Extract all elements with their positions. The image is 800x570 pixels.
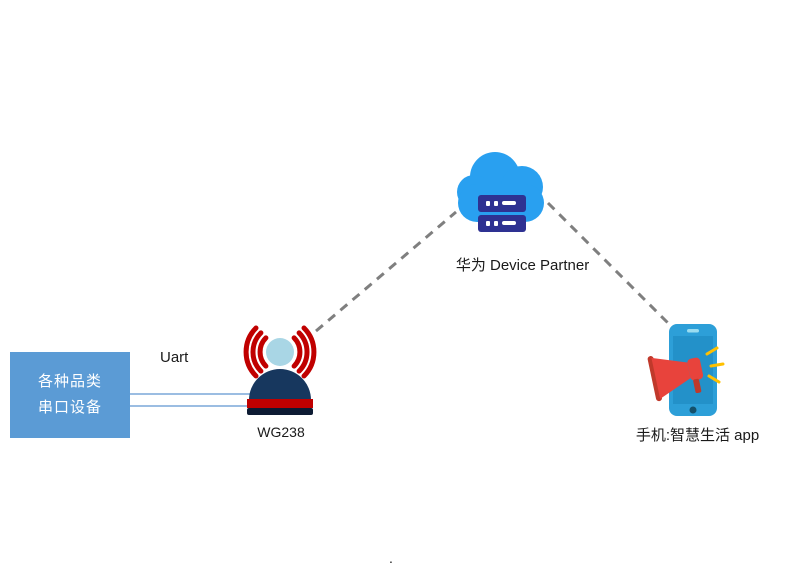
phone-label: 手机:智慧生活 app [635,427,760,444]
wifi-waves-icon [243,325,317,379]
phone-home-button [689,406,697,414]
stray-period: . [389,550,393,566]
phone-icon [647,324,725,416]
phone-speaker [687,329,699,333]
cloud-server-icon [457,152,544,232]
wifi-gateway-icon [243,325,317,415]
megaphone-icon [647,356,704,402]
uart-label: Uart [160,349,189,366]
gateway-dome [249,369,311,400]
serial-devices-box: 各种品类 串口设备 [10,352,130,438]
sound-sparks-icon [705,346,725,384]
antenna-ball [266,338,294,366]
gateway-red-band [247,399,313,408]
serial-devices-line2: 串口设备 [37,399,102,416]
link-cloud-phone [546,201,678,333]
cloud-label: 华为 Device Partner [455,257,590,274]
gateway-base [247,408,313,415]
server-rack-icon [478,195,526,232]
serial-devices-line1: 各种品类 [37,372,102,390]
gateway-label: WG238 [257,424,305,440]
